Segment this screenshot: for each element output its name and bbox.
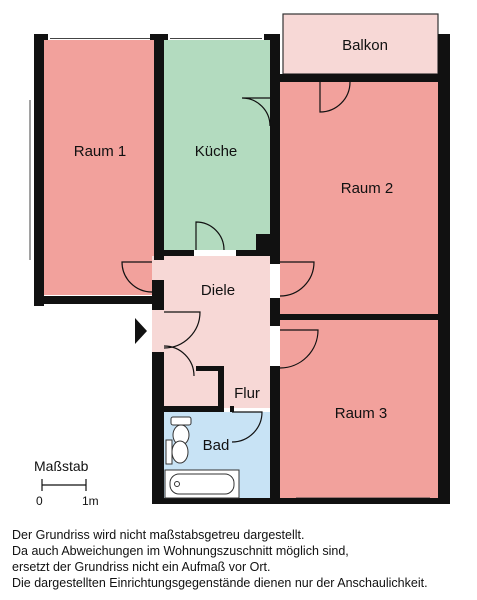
scale-end: 1m: [82, 494, 99, 508]
room-label-bad: Bad: [203, 437, 230, 454]
room-label-raum3: Raum 3: [335, 405, 388, 422]
toilet-icon: [170, 416, 192, 446]
walls: [34, 34, 450, 504]
scale-bar: Maßstab 0 1m: [34, 458, 99, 508]
room-kueche-fill: [164, 40, 270, 250]
scale-title: Maßstab: [34, 458, 89, 474]
room-raum1-fill: [44, 40, 154, 295]
room-label-diele: Diele: [201, 282, 235, 299]
scale-start: 0: [36, 494, 43, 508]
bathtub-icon: [164, 469, 240, 499]
room-raum3-fill: [280, 320, 440, 498]
room-label-flur: Flur: [234, 385, 260, 402]
sink-icon: [165, 439, 189, 465]
room-label-kueche: Küche: [195, 143, 238, 160]
room-diele-fill: [152, 256, 270, 408]
disclaimer-line: Der Grundriss wird nicht maßstabsgetreu …: [12, 528, 305, 542]
door-swings: [121, 81, 351, 443]
disclaimer-line: Die dargestellten Einrichtungsgegenständ…: [12, 576, 428, 590]
disclaimer-line: ersetzt der Grundriss nicht ein Aufmaß v…: [12, 560, 271, 574]
room-label-raum1: Raum 1: [74, 143, 127, 160]
room-label-balkon: Balkon: [342, 37, 388, 54]
room-raum2-fill: [280, 80, 440, 316]
disclaimer-line: Da auch Abweichungen im Wohnungszuschnit…: [12, 544, 349, 558]
disclaimer: Der Grundriss wird nicht maßstabsgetreu …: [12, 527, 474, 591]
entrance-arrow-icon: [135, 318, 147, 344]
room-balkon-fill: [283, 14, 438, 74]
room-label-raum2: Raum 2: [341, 180, 394, 197]
floor-plan: Raum 1 Küche Balkon Raum 2 Diele Raum 3 …: [29, 13, 450, 508]
